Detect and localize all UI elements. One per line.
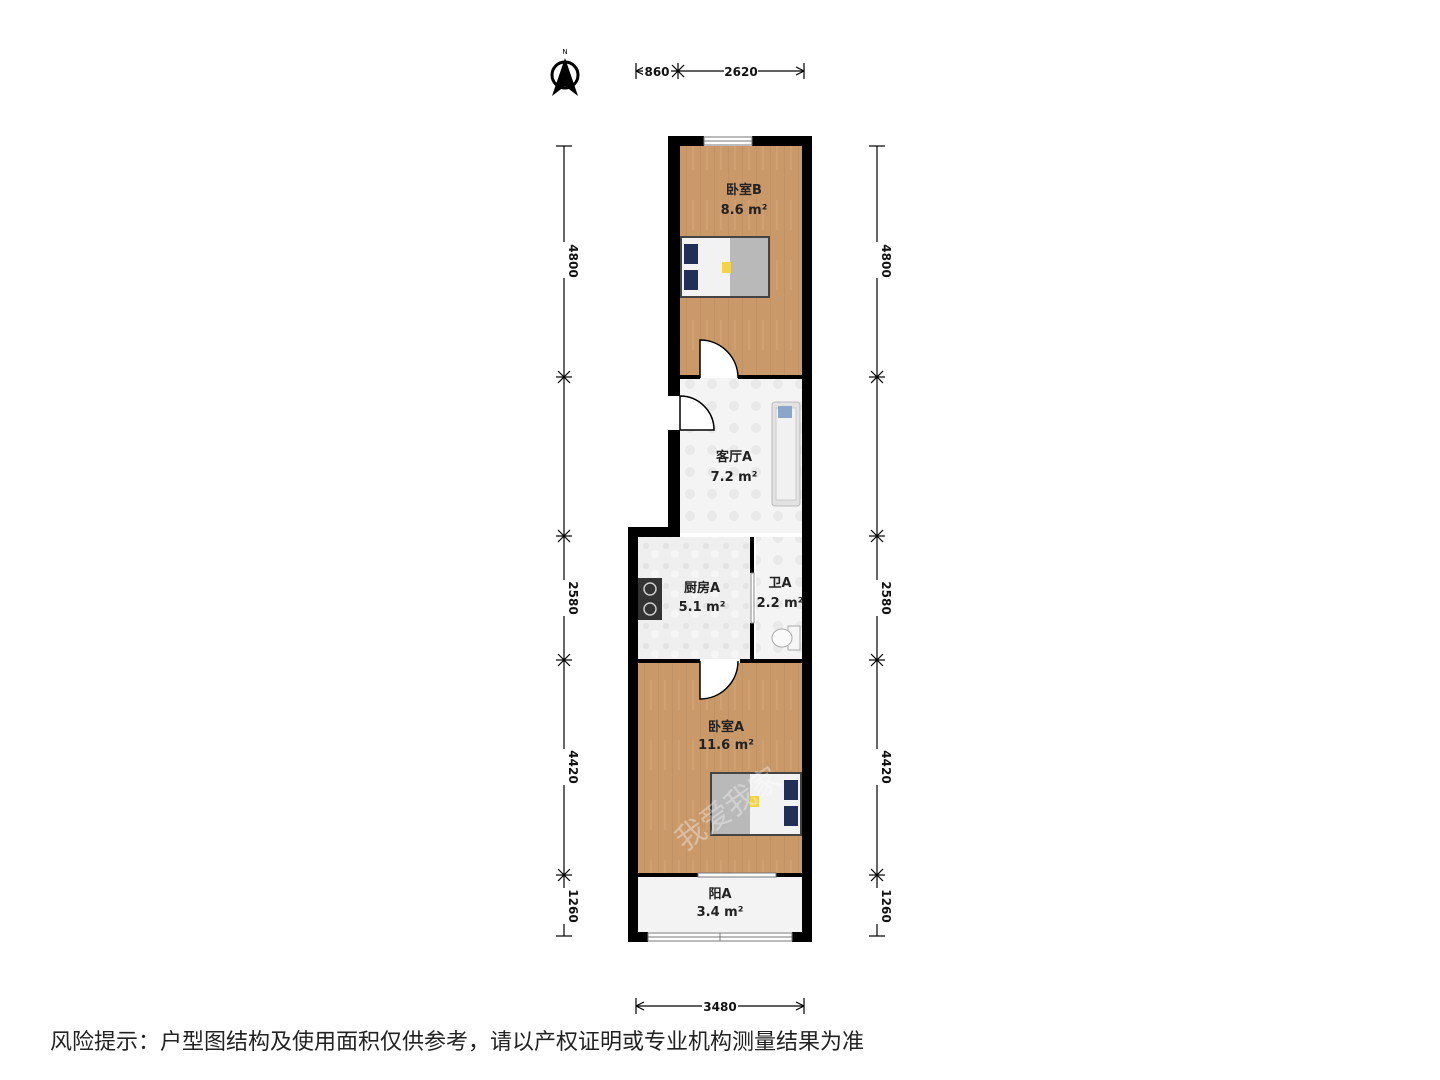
risk-disclaimer: 风险提示：户型图结构及使用面积仅供参考，请以产权证明或专业机构测量结果为准 — [50, 1030, 865, 1055]
dim-right-4: 1260 — [879, 889, 893, 922]
room-area-bedroom-a: 11.6 m² — [698, 738, 754, 753]
room-name-bedroom-b: 卧室B — [726, 182, 762, 198]
compass-label: N — [562, 48, 567, 56]
dim-right-3: 4420 — [879, 750, 893, 783]
bath-sliding-door — [750, 572, 755, 624]
room-name-kitchen-a: 厨房A — [684, 580, 720, 596]
stove-icon — [638, 578, 662, 620]
balcony-a-floor — [638, 877, 802, 932]
room-name-bath-a: 卫A — [768, 576, 791, 591]
room-name-balcony-a: 阳A — [708, 887, 731, 902]
dim-left-3: 4420 — [566, 750, 580, 783]
toilet-icon — [771, 625, 801, 651]
dim-top-1: 860 — [644, 65, 669, 79]
door-bedroom-b-icon — [699, 339, 739, 379]
dim-left-2: 2580 — [566, 581, 580, 614]
window-top — [703, 136, 753, 146]
door-bedroom-a-icon — [699, 660, 739, 700]
dim-left-1: 4800 — [566, 244, 580, 277]
dim-right-2: 2580 — [879, 581, 893, 614]
north-compass-icon: N — [550, 48, 580, 96]
room-area-kitchen-a: 5.1 m² — [679, 600, 726, 615]
bed-icon — [710, 772, 802, 836]
walls — [628, 136, 812, 942]
sofa-icon — [771, 401, 801, 507]
room-name-living-a: 客厅A — [716, 449, 752, 465]
door-entrance-icon — [679, 395, 715, 431]
window-bottom — [647, 932, 793, 942]
dim-top-2: 2620 — [724, 65, 757, 79]
dim-bottom-1: 3480 — [703, 1000, 736, 1014]
room-area-bedroom-b: 8.6 m² — [721, 203, 768, 218]
room-area-balcony-a: 3.4 m² — [697, 905, 744, 920]
balcony-sliding-door — [697, 872, 777, 878]
room-area-bath-a: 2.2 m² — [757, 596, 804, 611]
bed-icon — [680, 236, 770, 298]
room-name-bedroom-a: 卧室A — [708, 719, 744, 735]
dim-left-4: 1260 — [566, 889, 580, 922]
room-area-living-a: 7.2 m² — [711, 470, 758, 485]
bedroom-a-floor — [638, 663, 802, 873]
dim-right-1: 4800 — [879, 244, 893, 277]
